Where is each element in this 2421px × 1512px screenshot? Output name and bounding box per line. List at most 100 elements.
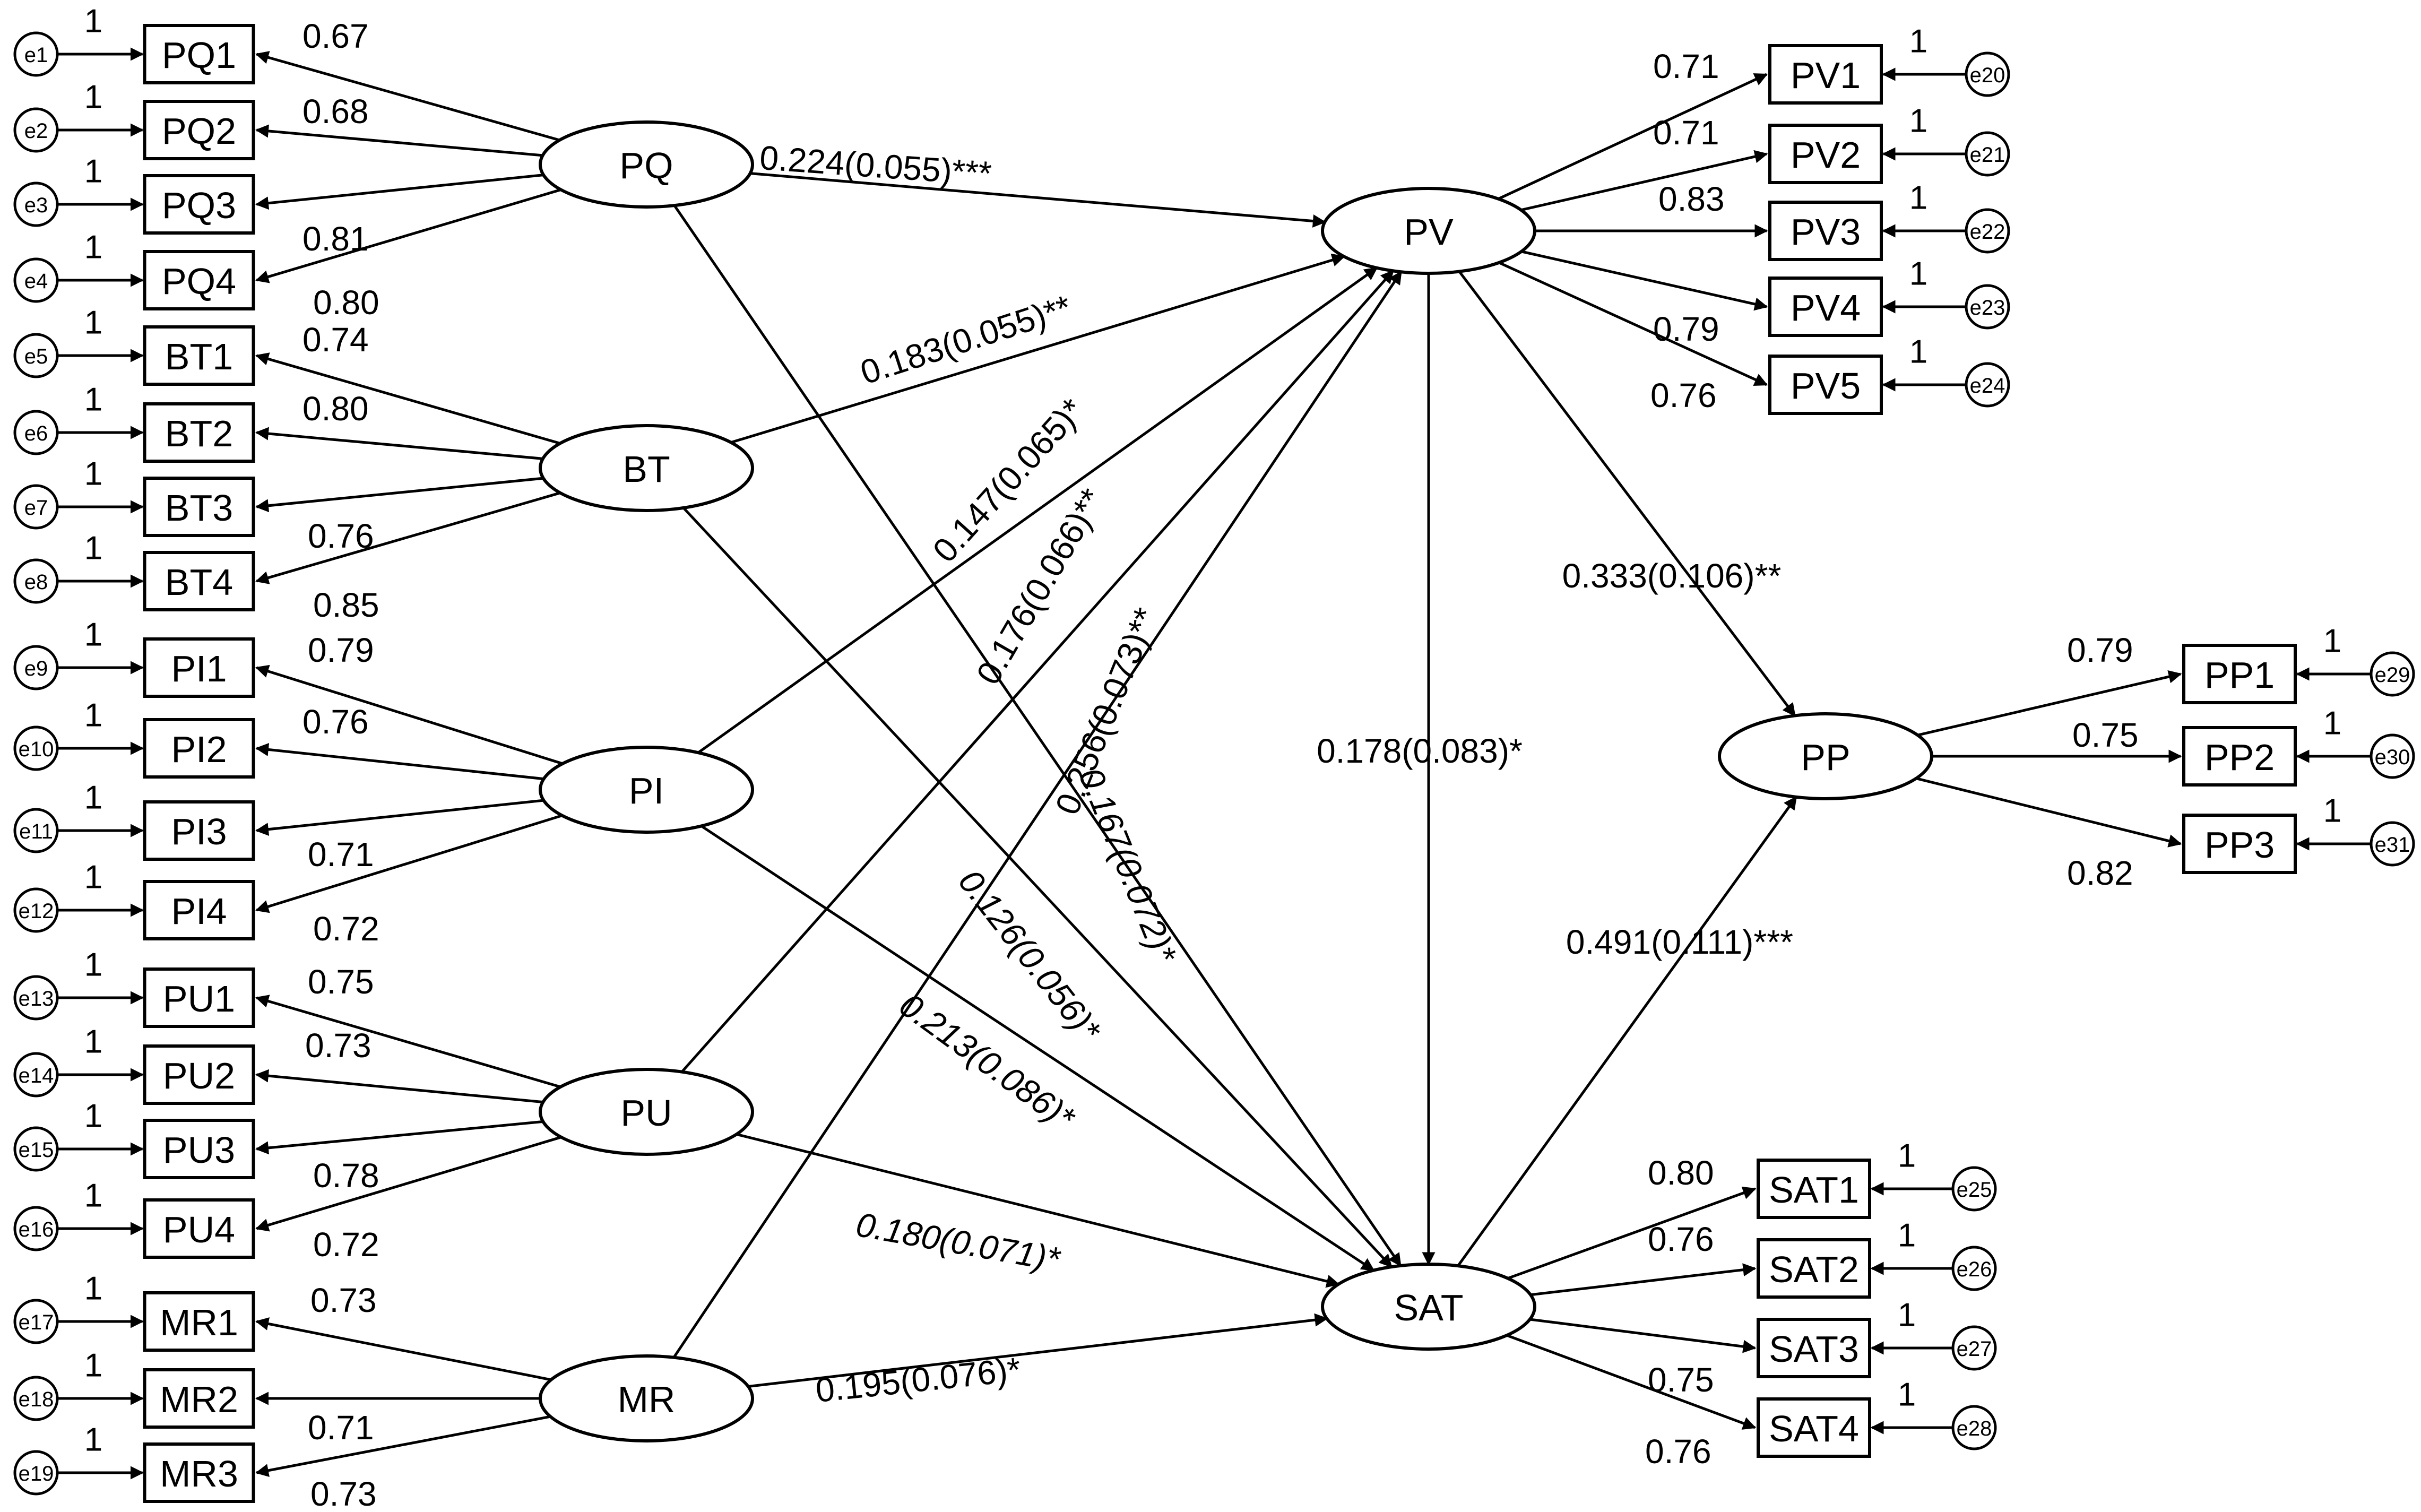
weight-e30: 1 xyxy=(2323,705,2341,742)
path-value-PV_SAT: 0.178(0.083)* xyxy=(1317,732,1523,770)
error-e24 xyxy=(1965,362,2010,408)
path-value-BT_SAT: 0.126(0.056)* xyxy=(951,862,1109,1049)
weight-e3: 1 xyxy=(84,153,102,190)
loading-SAT-SAT2 xyxy=(1530,1263,1757,1297)
loading-SAT-SAT3 xyxy=(1529,1318,1757,1353)
error-label-e28: e28 xyxy=(1957,1417,1992,1440)
label-PV4: PV4 xyxy=(1791,287,1861,329)
loading-value-PV1: 0.71 xyxy=(1653,47,1719,85)
weight-e29: 1 xyxy=(2323,623,2341,660)
latent-label-PU: PU xyxy=(620,1092,672,1134)
label-PV5: PV5 xyxy=(1791,365,1861,407)
loading-PI-PI2 xyxy=(255,742,544,781)
error-label-e25: e25 xyxy=(1957,1178,1992,1202)
nodes: PQ1PQ2PQ3PQ4BT1BT2BT3BT4PI1PI2PI3PI4PU1P… xyxy=(13,24,2415,1503)
error-e8 xyxy=(13,558,59,604)
latent-PP xyxy=(1718,712,1933,800)
error-e25 xyxy=(1951,1166,1997,1212)
error-label-e13: e13 xyxy=(19,987,54,1010)
label-PU4: PU4 xyxy=(163,1209,235,1250)
label-BT4: BT4 xyxy=(165,561,233,603)
error-label-e1: e1 xyxy=(24,44,48,67)
box-PQ1 xyxy=(143,24,255,84)
path-value-PU_SAT: 0.180(0.071)* xyxy=(853,1205,1064,1279)
error-label-e31: e31 xyxy=(2375,833,2410,857)
weight-e18: 1 xyxy=(84,1347,102,1384)
loading-value-PQ4: 0.80 xyxy=(313,283,379,322)
box-BT4 xyxy=(143,551,255,611)
error-label-e16: e16 xyxy=(19,1218,54,1241)
path-MR-to-PV xyxy=(672,271,1403,1359)
latent-BT xyxy=(539,424,754,512)
loading-value-MR1: 0.73 xyxy=(310,1281,377,1319)
box-PQ2 xyxy=(143,100,255,160)
error-e9 xyxy=(13,645,59,690)
error-e26 xyxy=(1951,1246,1997,1291)
error-label-e21: e21 xyxy=(1970,143,2005,167)
loading-BT-BT1 xyxy=(255,352,561,445)
weight-e19: 1 xyxy=(84,1422,102,1458)
latent-label-BT: BT xyxy=(622,448,670,490)
box-MR3 xyxy=(143,1442,255,1503)
weight-e1: 1 xyxy=(84,3,102,40)
box-PP2 xyxy=(2182,726,2297,787)
loading-value-PP3: 0.82 xyxy=(2067,854,2133,892)
error-label-e23: e23 xyxy=(1970,296,2005,319)
latent-PV xyxy=(1321,187,1536,275)
loading-value-MR2: 0.71 xyxy=(308,1409,374,1447)
loading-BT-BT4 xyxy=(255,491,561,584)
weight-e20: 1 xyxy=(1909,23,1927,60)
error-label-e11: e11 xyxy=(19,820,53,843)
label-PV2: PV2 xyxy=(1791,134,1861,176)
loading-PQ-PQ1 xyxy=(255,51,560,142)
path-PU-to-SAT xyxy=(736,1133,1340,1288)
latent-PQ xyxy=(539,120,754,209)
path-SAT-to-PP xyxy=(1457,796,1797,1267)
path-value-BT_PV: 0.183(0.055)** xyxy=(856,288,1076,392)
loading-PU-PU1 xyxy=(255,995,561,1088)
weight-e17: 1 xyxy=(84,1271,102,1307)
error-label-e22: e22 xyxy=(1970,220,2005,244)
box-PQ3 xyxy=(143,174,255,235)
path-BT-to-PV xyxy=(730,253,1346,444)
loading-PU-PU2 xyxy=(255,1069,543,1104)
loading-BT-BT3 xyxy=(255,477,544,513)
loading-PQ-PQ2 xyxy=(255,124,543,157)
weight-e16: 1 xyxy=(84,1178,102,1214)
box-PI1 xyxy=(143,637,255,698)
loading-MR-MR1 xyxy=(255,1317,551,1381)
path-PV-to-PP xyxy=(1458,271,1796,717)
loading-value-BT4: 0.85 xyxy=(313,586,379,624)
error-label-e5: e5 xyxy=(24,345,48,368)
error-e11 xyxy=(13,808,59,853)
label-MR2: MR2 xyxy=(160,1379,238,1420)
loading-PI-PI1 xyxy=(255,664,563,765)
latent-PI xyxy=(539,746,754,834)
box-PU4 xyxy=(143,1198,255,1259)
error-e19 xyxy=(13,1450,59,1496)
box-PU3 xyxy=(143,1119,255,1179)
loading-PV-PV1 xyxy=(1498,73,1768,200)
error-e30 xyxy=(2370,733,2415,779)
error-label-e14: e14 xyxy=(19,1064,54,1087)
weight-e10: 1 xyxy=(84,697,102,734)
latent-label-PI: PI xyxy=(629,770,664,811)
loading-PU-PU4 xyxy=(255,1136,562,1232)
label-PV3: PV3 xyxy=(1791,211,1861,253)
label-PP3: PP3 xyxy=(2204,824,2275,866)
loading-value-PV4: 0.79 xyxy=(1653,310,1719,348)
error-label-e6: e6 xyxy=(24,422,48,445)
box-PI3 xyxy=(143,800,255,861)
error-e6 xyxy=(13,410,59,455)
box-SAT2 xyxy=(1757,1238,1871,1299)
error-e23 xyxy=(1965,284,2010,330)
label-BT2: BT2 xyxy=(165,413,233,454)
loading-PP-PP1 xyxy=(1917,670,2182,737)
path-value-PV_PP: 0.333(0.106)** xyxy=(1562,557,1782,595)
error-label-e19: e19 xyxy=(19,1462,54,1485)
error-e13 xyxy=(13,975,59,1021)
loading-value-BT3: 0.76 xyxy=(308,517,374,555)
weight-e5: 1 xyxy=(84,305,102,341)
loading-value-SAT2: 0.76 xyxy=(1648,1220,1714,1258)
